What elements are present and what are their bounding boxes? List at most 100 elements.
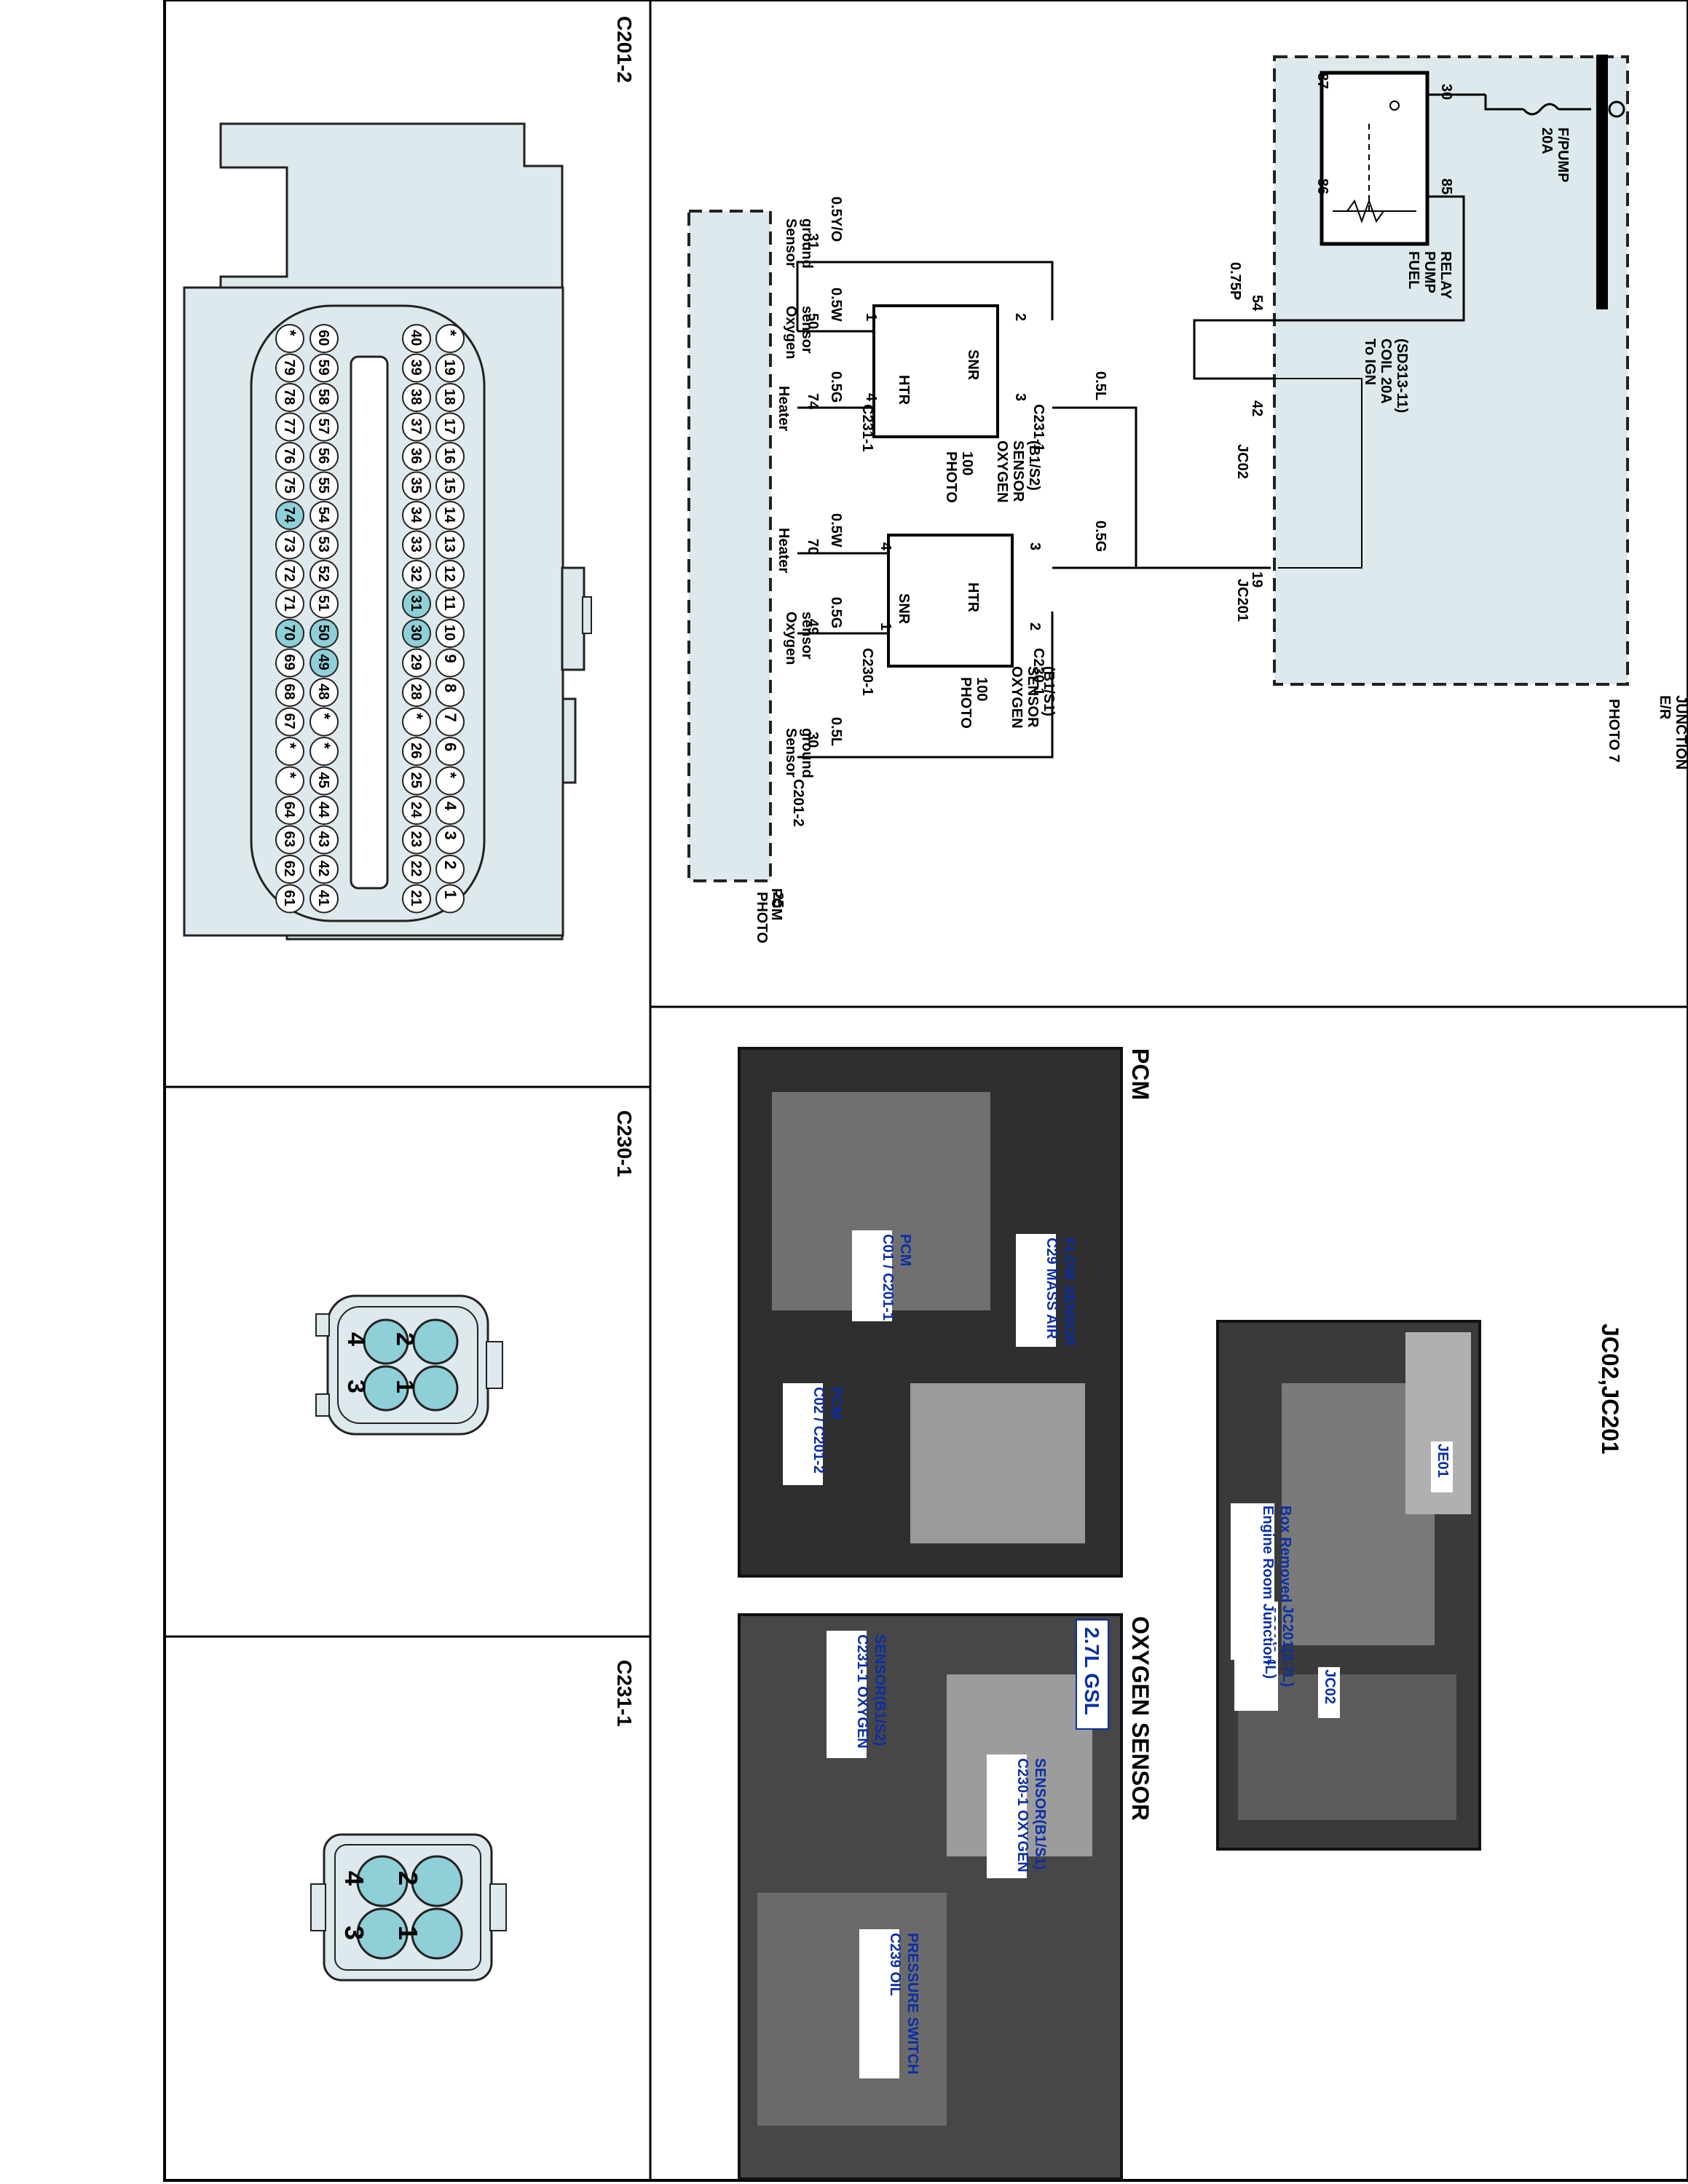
- c201-pin-label: 70: [281, 625, 297, 641]
- sensor-b1s1-photo: PHOTO100: [958, 677, 990, 729]
- wire-31: 0.5Y/O: [828, 197, 844, 242]
- pcm-pin-50-label: Oxygensensor: [783, 306, 815, 359]
- c201-pin: [275, 707, 304, 737]
- c201-pin: [275, 678, 304, 707]
- c201-pin: [309, 884, 339, 914]
- c201-pin-label: 60: [315, 330, 331, 346]
- c201-pin: [435, 324, 465, 353]
- c201-pin: [309, 766, 339, 796]
- c201-pin: [402, 442, 431, 471]
- c201-pin: [435, 707, 465, 737]
- c201-pin-label: 15: [441, 478, 457, 494]
- c201-pin: [275, 353, 304, 383]
- pcm-pin-70: 70: [805, 539, 821, 555]
- c201-pin-label: 68: [281, 684, 297, 700]
- relay-name: FUELPUMPRELAY: [1405, 251, 1454, 300]
- c201-pin: [435, 471, 465, 501]
- c201-pin: [309, 737, 339, 766]
- jc02-pin-42: 42: [1249, 400, 1265, 416]
- c230-conn-a: C230-1: [1030, 648, 1046, 696]
- c201-pin: [435, 678, 465, 707]
- c201-pin: [435, 737, 465, 766]
- c201-pin-label: 10: [441, 625, 457, 641]
- sensor-b1s1-name: OXYGENSENSOR(B1/S1): [1009, 666, 1057, 729]
- c201-pin: [309, 855, 339, 884]
- c201-pin-label: 79: [281, 360, 297, 376]
- c201-pin-label: 40: [408, 330, 424, 346]
- c201-pin: [435, 560, 465, 589]
- c201-pin: [275, 530, 304, 560]
- c201-pin: [275, 442, 304, 471]
- htr-label-1: HTR: [896, 375, 912, 405]
- c201-pin-label: 50: [315, 625, 331, 641]
- c201-pin: [402, 648, 431, 678]
- pcm-pin-74: 74: [805, 393, 821, 410]
- b1s1-pin-4: 4: [877, 542, 894, 551]
- photo-title-pcm: PCM: [1127, 1048, 1153, 1100]
- c231-conn-a: C231-1: [1030, 404, 1046, 452]
- c201-pin: [275, 766, 304, 796]
- c201-pin-label: 4: [441, 802, 460, 811]
- relay-pin-85: 85: [1438, 178, 1454, 194]
- c201-pin-label: 6: [441, 743, 460, 751]
- c201-2-pins: *191817161514131211109876*43214039383736…: [275, 324, 465, 914]
- c201-pin: [309, 501, 339, 530]
- c201-pin: [402, 796, 431, 825]
- c201-pin-label: 38: [408, 389, 424, 405]
- c201-pin-label: 13: [441, 537, 457, 553]
- c201-pin-label: *: [408, 713, 426, 720]
- c201-pin: [402, 383, 431, 412]
- c201-pin-label: 1: [441, 890, 460, 899]
- wire-top-0.5L: 0.5L: [1092, 371, 1108, 400]
- c201-pin-label: 18: [441, 389, 457, 405]
- c201-pin-label: 29: [408, 654, 424, 670]
- c201-pin: [402, 560, 431, 589]
- c201-pin: [309, 707, 339, 737]
- c201-pin-label: 32: [408, 566, 424, 582]
- wire-top-0.5G: 0.5G: [1092, 521, 1108, 552]
- fuse-name: F/PUMP: [1555, 127, 1571, 183]
- c201-pin-label: 78: [281, 389, 297, 405]
- callout-je01: JE01: [1435, 1444, 1451, 1478]
- c201-pin: [275, 884, 304, 914]
- snr-label-2: SNR: [896, 593, 912, 625]
- c201-pin-label: 14: [441, 507, 457, 523]
- c201-pin-label: 59: [315, 360, 331, 376]
- c201-pin: [435, 412, 465, 442]
- c201-pin-label: 53: [315, 537, 331, 553]
- c201-pin-label: 64: [281, 802, 297, 818]
- c201-pin-label: *: [441, 772, 460, 779]
- c201-pin-label: 44: [315, 802, 331, 818]
- c201-pin: [402, 855, 431, 884]
- wire-70: 0.5W: [828, 513, 844, 547]
- b1s2-pin-2: 2: [1012, 313, 1028, 321]
- c201-pin: [402, 471, 431, 501]
- wire-74: 0.5G: [828, 371, 844, 403]
- pcm-name: PCM: [768, 888, 784, 920]
- c201-pin: [309, 825, 339, 855]
- c201-pin-label: 25: [408, 772, 424, 788]
- ign-label: To IGNCOIL 20A(SD313-11): [1362, 339, 1410, 413]
- c201-pin: [435, 796, 465, 825]
- c231-conn-b: C231-1: [859, 404, 875, 452]
- c201-pin-label: 36: [408, 448, 424, 464]
- c201-pin-label: 43: [315, 831, 331, 847]
- fuse-rating: 20A: [1539, 127, 1555, 154]
- c201-pin: [309, 619, 339, 648]
- relay-pin-86: 86: [1314, 178, 1330, 194]
- c201-pin-label: *: [281, 330, 299, 336]
- c201-pin-label: 11: [441, 596, 457, 611]
- c201-pin: [435, 530, 465, 560]
- c201-pin: [275, 324, 304, 353]
- jc201-pin: 19: [1249, 571, 1265, 587]
- c231-pin-2: 2: [393, 1871, 423, 1886]
- pcm-pin-49-label: Oxygensensor: [783, 612, 815, 665]
- c201-pin: [309, 560, 339, 589]
- c201-pin-label: 75: [281, 478, 297, 494]
- c230-conn-b: C230-1: [859, 648, 875, 696]
- c201-pin: [309, 678, 339, 707]
- c201-pin-label: 73: [281, 537, 297, 553]
